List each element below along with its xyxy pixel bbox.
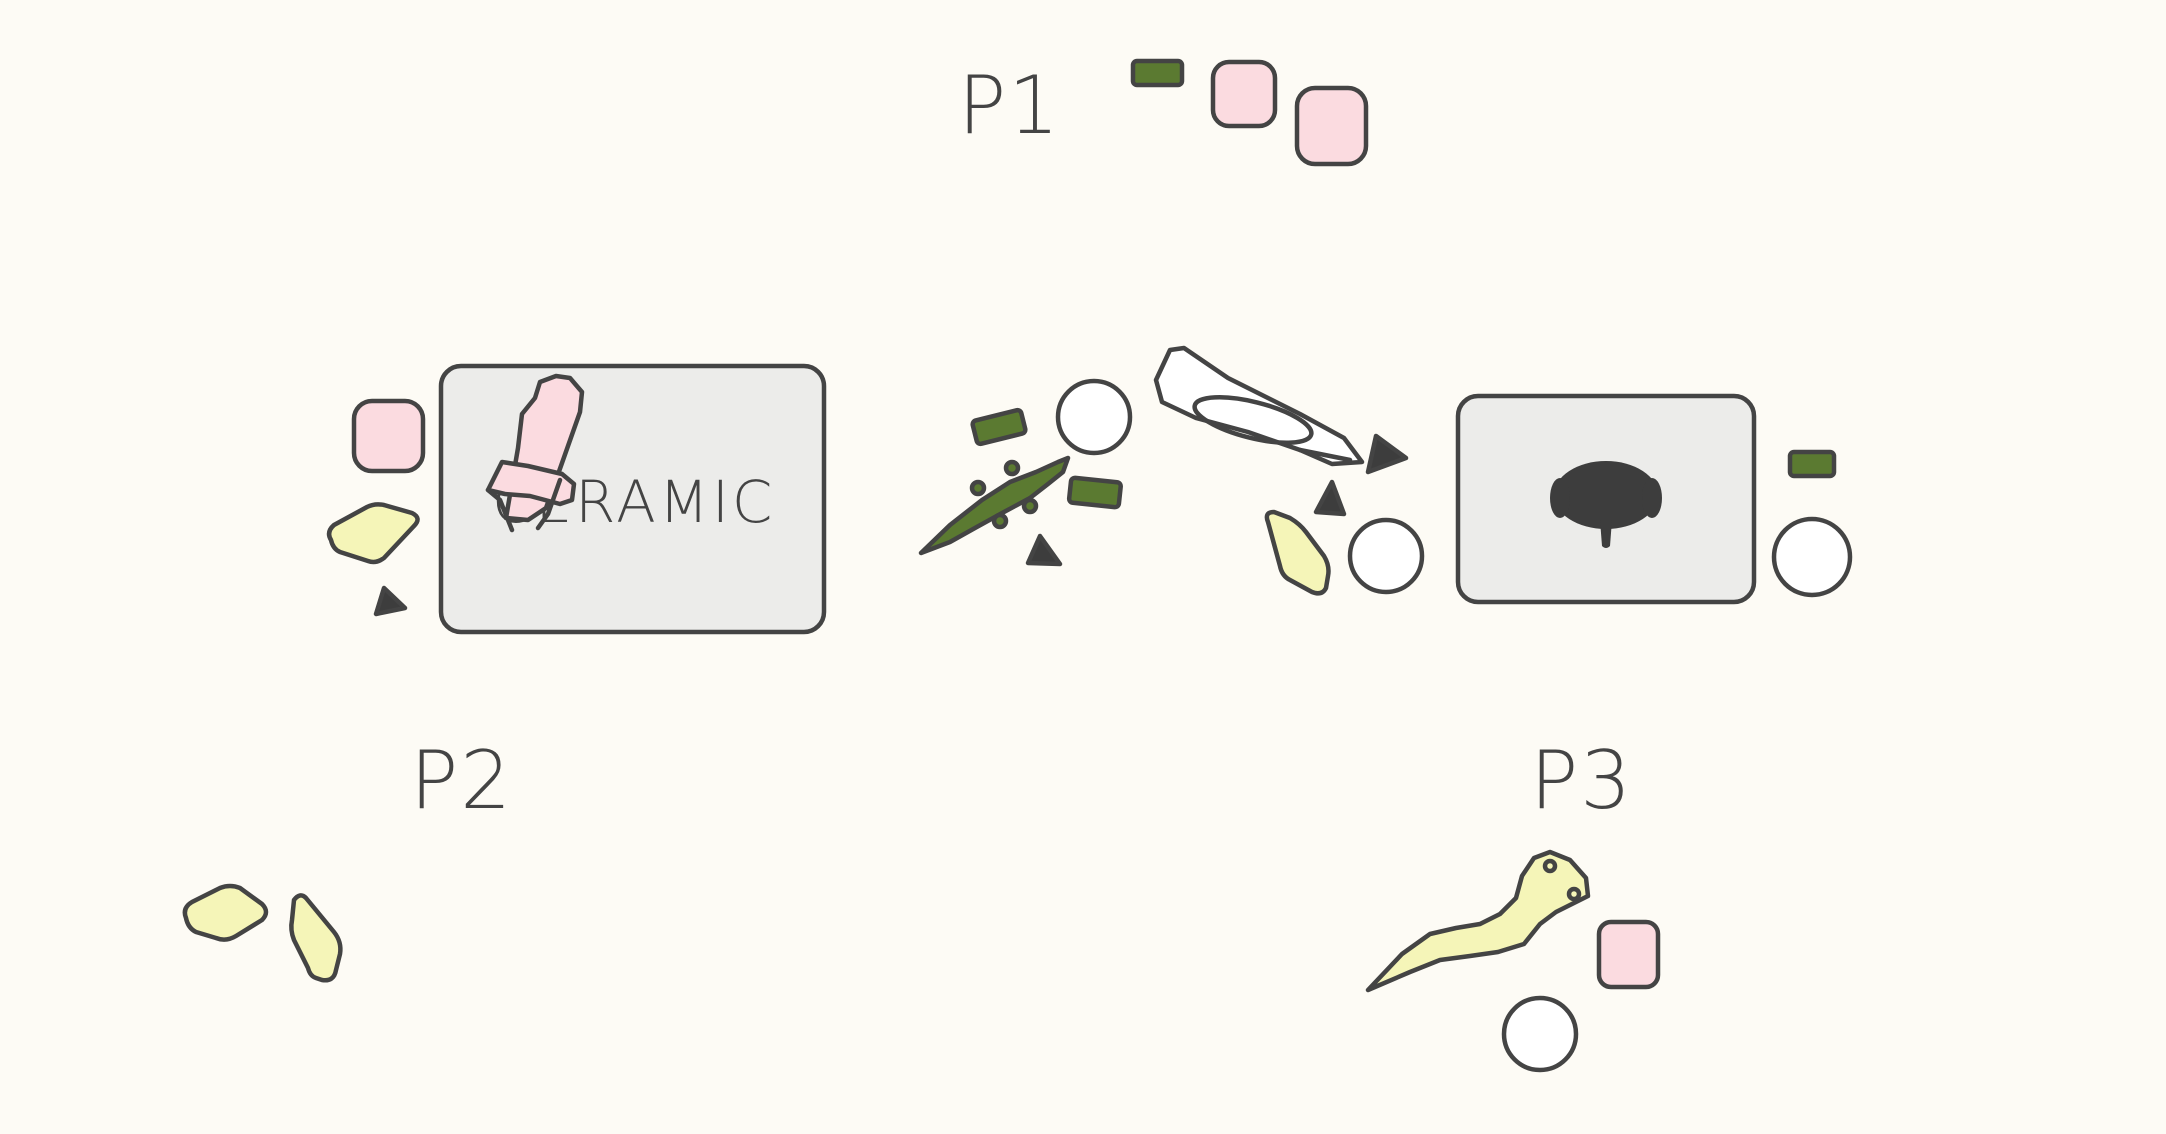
yellow-hexagon-token[interactable]: [182, 883, 269, 942]
pink-square-token[interactable]: [1210, 59, 1278, 129]
white-circle-token[interactable]: [1771, 516, 1853, 598]
green-crocodile-creature[interactable]: [918, 455, 1071, 556]
dark-beetle-creature[interactable]: [1550, 461, 1662, 548]
yellow-hexagon-token[interactable]: [1264, 509, 1331, 596]
dark-triangle-token[interactable]: [1365, 433, 1409, 475]
white-circle-token[interactable]: [1501, 995, 1579, 1073]
white-circle-token[interactable]: [1055, 378, 1133, 456]
yellow-eel-creature[interactable]: [1365, 849, 1591, 993]
pink-square-token[interactable]: [1294, 85, 1369, 167]
pink-dagger-creature[interactable]: [485, 373, 585, 533]
player-label-p3: P3: [1530, 734, 1633, 827]
green-bar-token[interactable]: [1787, 449, 1837, 479]
dark-triangle-token[interactable]: [1025, 533, 1063, 567]
player-label-p1: P1: [958, 59, 1061, 152]
yellow-hexagon-token[interactable]: [326, 502, 420, 565]
dark-triangle-token[interactable]: [1313, 479, 1347, 517]
green-bar-token[interactable]: [1130, 58, 1185, 88]
pink-square-token[interactable]: [1596, 919, 1661, 990]
pink-square-token[interactable]: [351, 398, 426, 474]
white-shell-sword-creature[interactable]: [1153, 345, 1365, 467]
yellow-hexagon-token[interactable]: [289, 893, 343, 983]
player-label-p2: P2: [410, 734, 513, 827]
dark-triangle-token[interactable]: [373, 585, 408, 617]
white-circle-token[interactable]: [1347, 517, 1425, 595]
green-bar-token[interactable]: [1066, 475, 1123, 510]
green-bar-token[interactable]: [970, 407, 1028, 447]
